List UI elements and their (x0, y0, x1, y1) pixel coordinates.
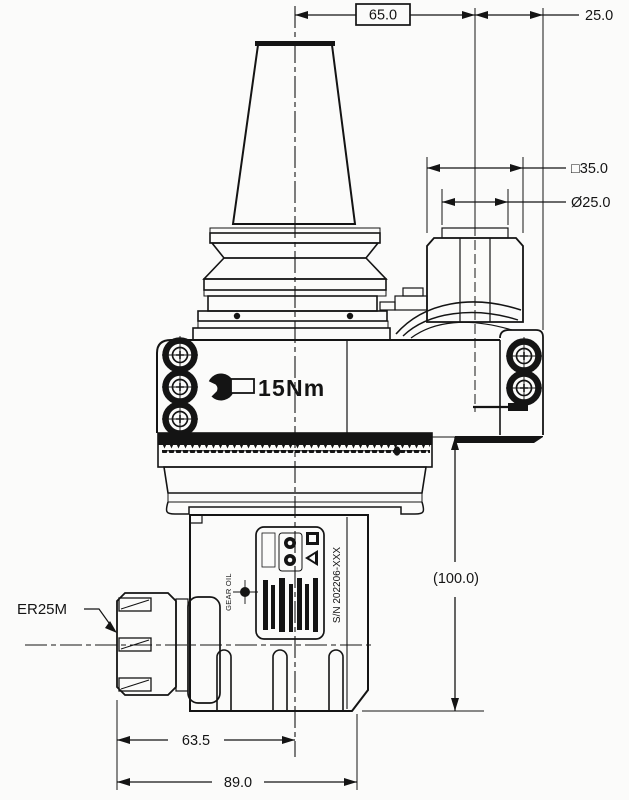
shank-top-edge (255, 41, 335, 46)
dim-value: Ø25.0 (571, 195, 611, 211)
side-slot (508, 403, 528, 411)
collet-callout: ER25M (17, 601, 117, 633)
centerlines (25, 6, 374, 757)
collar-arc (395, 301, 522, 335)
main-body (156, 329, 544, 443)
set-screw-dot (233, 312, 241, 320)
set-screw-dot (346, 312, 354, 320)
dim-overall-width: 89.0 (117, 714, 358, 791)
oil-port-label: GEAR OIL (224, 573, 233, 611)
nut-wrench-slots (118, 597, 152, 692)
dim-body-height: (100.0) (362, 436, 484, 712)
dim-value: 63.5 (182, 733, 210, 749)
graduation-ticks (162, 445, 430, 453)
dim-nose-to-center: 63.5 (116, 700, 295, 790)
lower-housing: S/N 202206-XXX (189, 514, 369, 712)
dim-value: 25.0 (585, 8, 613, 24)
dim-right-offset: 25.0 (475, 8, 613, 24)
ring-flare (165, 501, 425, 515)
screws-right (506, 337, 542, 407)
scale-ring (157, 432, 433, 515)
dim-top-width: 65.0 (295, 3, 544, 330)
dim-value: □35.0 (571, 161, 608, 177)
index-marker (393, 446, 401, 456)
screws-left (162, 336, 198, 437)
right-block (499, 329, 544, 435)
torque-marking: 15Nm (208, 373, 325, 401)
wrench-icon (208, 373, 235, 401)
dim-value: 89.0 (224, 775, 252, 791)
serial-number: S/N 202206-XXX (332, 547, 343, 623)
housing-slot (328, 649, 344, 711)
dim-block-square: □35.0 (426, 157, 608, 233)
screw-icon (162, 400, 198, 437)
body-bottom-band (455, 436, 543, 443)
dim-block-diameter: Ø25.0 (441, 189, 611, 225)
stop-block (379, 226, 524, 412)
collet-output (116, 592, 221, 704)
name-plate-sticker (255, 526, 325, 640)
wrench-handle (230, 378, 255, 394)
bearing-cap (187, 596, 221, 704)
barcode-icon (261, 532, 276, 568)
torque-value: 15Nm (258, 375, 325, 401)
dim-value: (100.0) (433, 571, 479, 587)
leader-arrow (105, 621, 117, 633)
housing-slot (216, 649, 232, 711)
gear-oil-port: GEAR OIL (224, 573, 258, 611)
taper-cone (231, 44, 357, 225)
basic-dim-box (355, 3, 411, 26)
fine-print-lines (263, 578, 318, 632)
taper-shank (231, 41, 357, 225)
collet-nut (116, 592, 177, 696)
oil-port-icon (240, 587, 250, 597)
ribbed-connector (394, 295, 428, 311)
screw-icon (506, 369, 542, 407)
dim-value: 65.0 (369, 8, 397, 24)
housing-slot (272, 649, 288, 711)
flange-stack (192, 227, 391, 341)
collet-label: ER25M (17, 601, 67, 618)
